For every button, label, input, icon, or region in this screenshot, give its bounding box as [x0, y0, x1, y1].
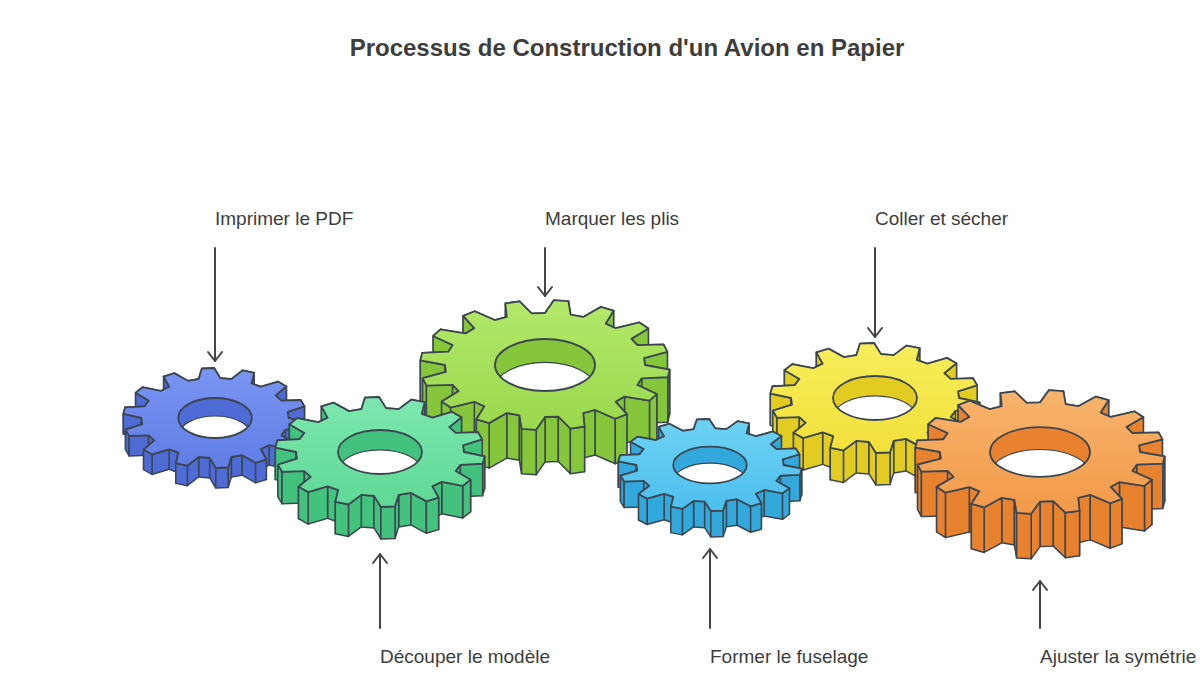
gear-side-face — [726, 499, 737, 527]
gear-side-face — [1119, 482, 1144, 531]
gear-hole-rim — [338, 430, 422, 474]
gear-hole-floor — [495, 362, 595, 414]
gear-step: Ajuster la symétrie — [909, 384, 1171, 565]
leader-line — [544, 248, 546, 296]
gear-side-face — [1144, 480, 1151, 531]
step-label-holder: Former le fuselage — [710, 645, 868, 669]
step-label: Ajuster la symétrie — [1040, 645, 1196, 669]
gear-side — [275, 397, 484, 539]
gear-side-face — [1017, 513, 1032, 559]
gear-side-face — [937, 487, 946, 538]
gear-side-face — [711, 511, 723, 537]
gear-side-face — [946, 487, 970, 538]
gear-side-face — [570, 427, 584, 474]
gear-side-face — [830, 448, 843, 483]
gear-side-face — [199, 457, 210, 478]
step-label-holder: Découper le modèle — [380, 645, 550, 669]
arrow-head — [538, 287, 552, 296]
gear-side-face — [1065, 511, 1079, 558]
gear-shape — [269, 391, 491, 545]
gear-top-face — [618, 419, 801, 511]
gear-side-face — [545, 417, 558, 462]
gear-side-face — [216, 467, 228, 488]
gear-side-face — [451, 402, 475, 453]
gear-side-face — [649, 394, 656, 446]
gear-side-face — [426, 498, 438, 534]
gear-side-face — [231, 455, 242, 477]
gear-hole-floor — [338, 450, 422, 494]
arrow-head — [1033, 581, 1047, 590]
gear-hole-rim — [990, 427, 1090, 477]
leader-line — [214, 248, 216, 361]
gear-side-face — [507, 413, 520, 460]
gear-hole-rim — [673, 447, 747, 484]
gear-side — [420, 300, 669, 475]
gear-top-face — [275, 397, 484, 507]
gear-hole-rim — [178, 398, 252, 438]
gear-hole-rim — [833, 376, 917, 420]
gear-side-face — [751, 503, 762, 532]
leader-line — [874, 248, 876, 337]
gear-side-face — [856, 441, 869, 474]
arrow-head — [373, 554, 387, 563]
step-label: Former le fuselage — [710, 645, 868, 669]
leader-line — [709, 549, 711, 628]
gear-side-face — [335, 502, 348, 537]
gear-step: Découper le modèle — [269, 391, 491, 545]
gear-hole-floor — [990, 450, 1090, 500]
arrow-head — [208, 352, 222, 361]
arrow-head — [868, 328, 882, 337]
gear-side — [915, 390, 1164, 559]
leader-line — [1039, 581, 1041, 628]
gear-side-face — [522, 429, 537, 475]
gear-side-face — [894, 439, 906, 473]
gear-side-face — [694, 501, 705, 528]
gear-side-face — [399, 493, 411, 527]
step-label: Imprimer le PDF — [215, 207, 353, 231]
step-label-holder: Ajuster la symétrie — [1040, 645, 1196, 669]
gear-hole-floor — [833, 396, 917, 440]
gear-top-face — [420, 300, 669, 430]
gear-side-face — [1002, 498, 1015, 545]
gear-hole-floor — [673, 463, 747, 500]
gear-side-face — [876, 452, 890, 485]
diagram-title: Processus de Construction d'un Avion en … — [0, 34, 1200, 62]
leader-line — [379, 554, 381, 628]
step-label: Marquer les plis — [545, 207, 679, 231]
step-label: Découper le modèle — [380, 645, 550, 669]
gear-top-face — [915, 390, 1164, 514]
gear-shape — [909, 384, 1171, 565]
gear-side-face — [381, 506, 395, 539]
step-label-holder: Marquer les plis — [545, 207, 679, 231]
gear-side-face — [1110, 499, 1122, 548]
step-label: Coller et sécher — [875, 207, 1008, 231]
gear-side-face — [476, 419, 489, 468]
gear-side-face — [442, 482, 463, 518]
gear-side-face — [361, 495, 374, 528]
gear-hole-floor — [178, 416, 252, 456]
step-label-holder: Coller et sécher — [875, 207, 1008, 231]
gear-side-face — [971, 504, 984, 553]
step-label-holder: Imprimer le PDF — [215, 207, 353, 231]
gear-side-face — [671, 507, 683, 535]
gear-side-face — [764, 490, 782, 519]
gear-side — [618, 419, 801, 537]
gear-side-face — [1040, 501, 1053, 546]
arrow-head — [703, 549, 717, 558]
gear-shape — [612, 413, 808, 543]
gear-hole-rim — [495, 339, 595, 391]
gear-side-face — [176, 463, 188, 485]
gear-step: Former le fuselage — [612, 413, 808, 543]
gear-side-face — [442, 402, 451, 453]
